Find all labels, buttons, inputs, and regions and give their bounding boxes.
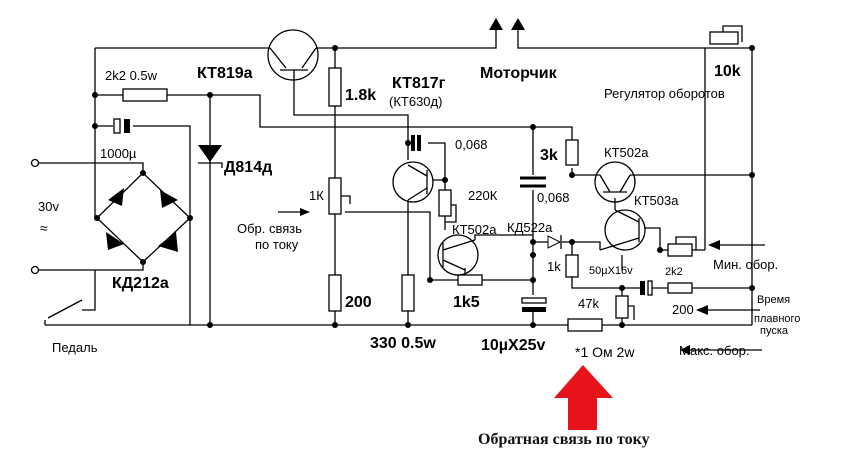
label: КТ502а bbox=[452, 222, 497, 237]
label: Время bbox=[757, 294, 790, 306]
label: 10µX25v bbox=[481, 337, 545, 354]
label: КТ817г bbox=[392, 75, 446, 92]
indicator-arrows bbox=[278, 208, 765, 355]
label: Регулятор оборотов bbox=[604, 86, 725, 101]
label: 1k bbox=[547, 259, 561, 274]
label: плавного bbox=[754, 313, 800, 325]
input-terminal bbox=[30, 265, 40, 275]
label: 0,068 bbox=[537, 190, 570, 205]
label: 30v bbox=[38, 199, 59, 214]
input-terminal bbox=[30, 158, 40, 168]
label: КД522а bbox=[507, 220, 553, 235]
label: по току bbox=[255, 237, 299, 252]
diodes bbox=[96, 145, 562, 263]
label: КТ819а bbox=[197, 65, 253, 82]
label: 330 0.5w bbox=[370, 335, 436, 352]
label: 1000µ bbox=[100, 146, 137, 161]
label: (КТ630д) bbox=[389, 94, 442, 109]
capacitors bbox=[113, 118, 653, 312]
label: 50µX16v bbox=[589, 265, 633, 277]
label: 200 bbox=[345, 294, 372, 311]
label: Мин. обор. bbox=[713, 257, 778, 272]
label: КД212а bbox=[112, 275, 169, 292]
label: 10k bbox=[714, 63, 741, 80]
junctions bbox=[92, 45, 755, 328]
label: 0,068 bbox=[455, 137, 488, 152]
label: ≈ bbox=[40, 220, 48, 236]
label: 2k2 0.5w bbox=[105, 68, 158, 83]
label: 47k bbox=[578, 296, 599, 311]
label: пуска bbox=[760, 325, 789, 337]
diode-bridge bbox=[96, 172, 191, 263]
label: Моторчик bbox=[480, 65, 558, 82]
resistors bbox=[122, 25, 743, 332]
label: КТ503а bbox=[634, 193, 679, 208]
label: 1К bbox=[309, 188, 324, 203]
transistors bbox=[267, 29, 646, 276]
terminals bbox=[30, 18, 525, 325]
label: 3k bbox=[540, 147, 558, 164]
label: Педаль bbox=[52, 340, 98, 355]
label: Обр. связь bbox=[237, 221, 302, 236]
label: 1k5 bbox=[453, 294, 480, 311]
label: КТ502а bbox=[604, 145, 649, 160]
caption: Обратная связь по току bbox=[478, 431, 650, 448]
label: 220К bbox=[468, 188, 498, 203]
pedal-switch bbox=[44, 270, 96, 325]
label: 1.8k bbox=[345, 87, 376, 104]
label: 200 bbox=[672, 302, 694, 317]
label: *1 Ом 2w bbox=[575, 344, 635, 360]
label: Макс. обор. bbox=[679, 343, 750, 358]
red-arrow bbox=[554, 365, 613, 430]
labels: 2k2 0.5w КТ819а 1.8k КТ817г (КТ630д) Мот… bbox=[38, 63, 800, 448]
motor-terminals bbox=[489, 18, 525, 30]
label: 2k2 bbox=[665, 266, 683, 278]
label: Д814д bbox=[224, 159, 272, 176]
